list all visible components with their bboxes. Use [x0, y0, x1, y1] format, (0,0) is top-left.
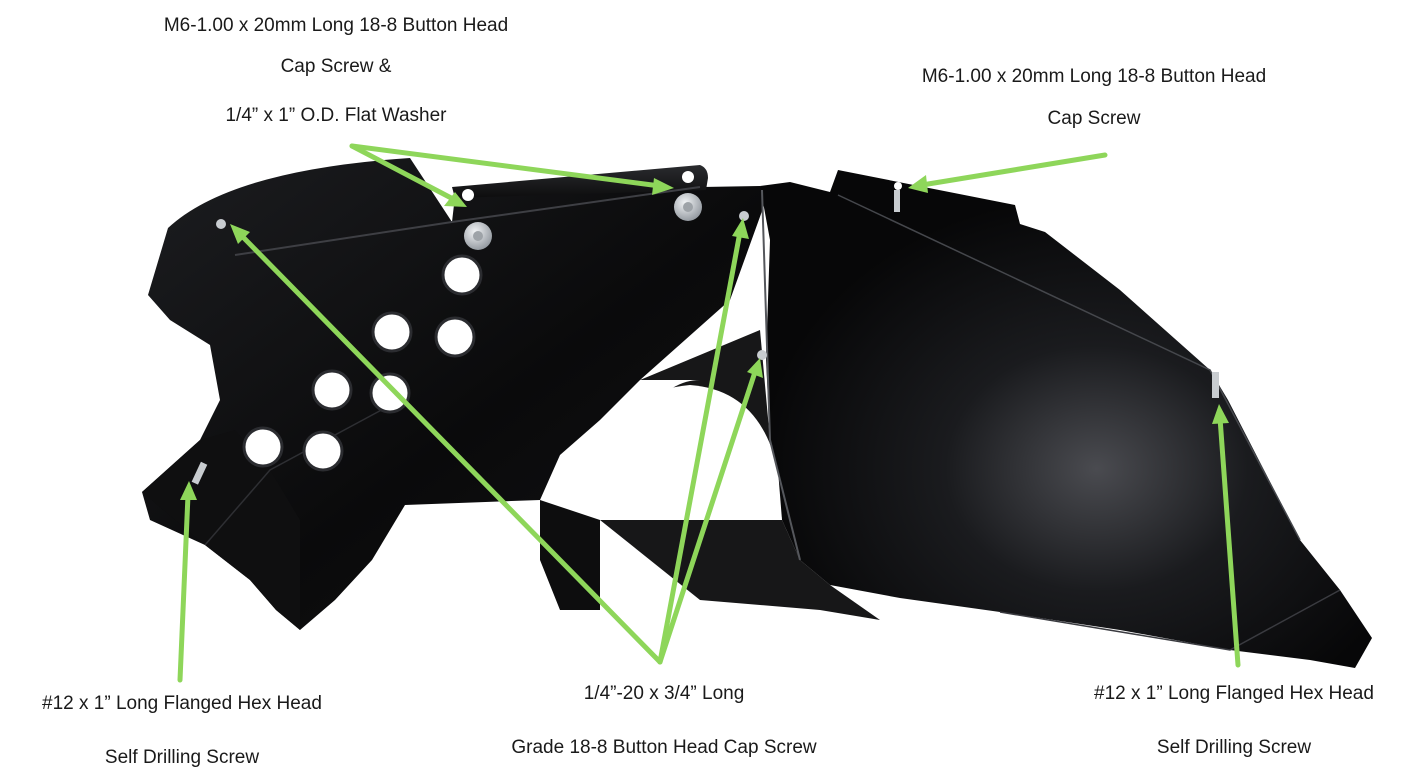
- callout-line: Cap Screw: [1047, 108, 1141, 129]
- arrowhead: [908, 175, 928, 193]
- arrow-line: [177, 492, 191, 683]
- arrow-line: [657, 369, 758, 665]
- vent-holes: [242, 254, 483, 472]
- crease-line: [761, 189, 801, 561]
- button-head-screw: [216, 219, 226, 229]
- callout-line: Self Drilling Screw: [1156, 737, 1312, 758]
- vent-hole: [441, 254, 483, 296]
- callout-line: Cap Screw &: [280, 56, 392, 77]
- crease-line: [204, 399, 401, 546]
- callout-line: 1/4”-20 x 3/4” Long: [583, 683, 745, 704]
- vent-hole: [242, 426, 284, 468]
- arrow-line: [657, 229, 743, 665]
- arrowhead: [732, 218, 749, 239]
- right-panel: [760, 170, 1372, 668]
- button-head-screw: [683, 202, 693, 212]
- callout-arrows: [177, 143, 1241, 683]
- cap-screw: [894, 190, 900, 212]
- button-head-screw: [739, 211, 749, 221]
- arrow-line: [237, 231, 663, 665]
- arrow-line: [1217, 415, 1241, 668]
- vent-hole: [371, 311, 413, 353]
- callout-line: M6-1.00 x 20mm Long 18-8 Button Head: [921, 66, 1267, 87]
- callout-line: Self Drilling Screw: [104, 747, 260, 768]
- vent-hole: [311, 369, 353, 411]
- arrowhead: [230, 224, 250, 244]
- bracket-hole: [894, 182, 902, 190]
- fender-liner-part: [142, 158, 1372, 668]
- callout-line: #12 x 1” Long Flanged Hex Head: [1094, 683, 1374, 704]
- vent-hole: [369, 372, 411, 414]
- crease-line: [999, 589, 1341, 651]
- arrowhead: [180, 481, 197, 500]
- arrowhead: [747, 358, 763, 378]
- bracket-hole: [462, 189, 474, 201]
- crease-line: [837, 194, 1301, 541]
- self-drilling-screw: [191, 461, 208, 485]
- callout-line: 1/4” x 1” O.D. Flat Washer: [225, 105, 447, 126]
- bracket-hole: [682, 171, 694, 183]
- arrowhead: [1212, 404, 1229, 424]
- vent-hole: [302, 430, 344, 472]
- hardware: [191, 190, 1219, 485]
- arrow-line: [349, 143, 663, 189]
- button-head-screw: [473, 231, 483, 241]
- arrow-line: [919, 152, 1108, 188]
- vent-hole: [434, 316, 476, 358]
- top-bracket-left: [452, 165, 708, 198]
- callout-line: Grade 18-8 Button Head Cap Screw: [511, 737, 817, 758]
- callout-line: M6-1.00 x 20mm Long 18-8 Button Head: [163, 15, 509, 36]
- self-drilling-screw: [1212, 372, 1219, 398]
- arrowhead: [652, 178, 674, 195]
- crease-line: [234, 186, 701, 256]
- wheel-well-cutout: [560, 385, 782, 520]
- arrowhead: [444, 192, 467, 207]
- button-head-screw: [757, 350, 767, 360]
- arrow-line: [349, 143, 458, 203]
- left-upper-panel: [142, 158, 766, 630]
- callout-line: #12 x 1” Long Flanged Hex Head: [42, 693, 322, 714]
